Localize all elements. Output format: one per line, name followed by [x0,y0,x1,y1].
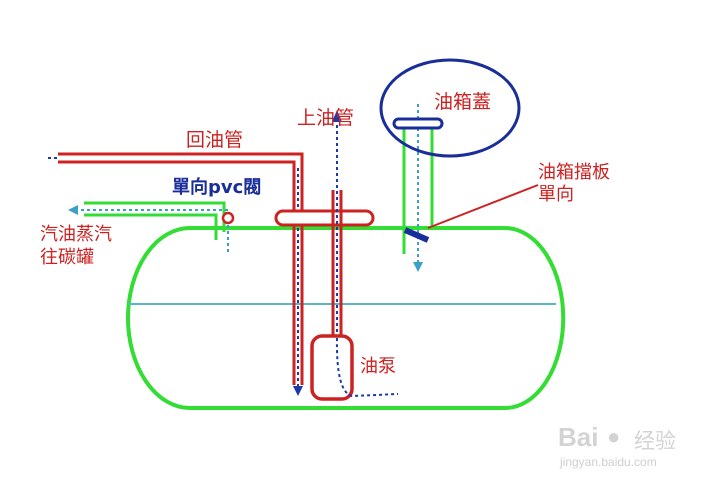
watermark-brand: Bai [558,422,599,452]
filler-flow-arrow [413,262,423,272]
fuel-pump-label: 油泵 [360,356,396,377]
pump-flange [274,209,375,227]
supply-pipe-label: 上油管 [297,107,354,129]
check-valve-label: 單向pvc閥 [172,176,261,198]
pump-intake-flow [335,337,399,398]
paw-icon: ● [607,424,621,449]
check-valve-icon [221,211,235,225]
fuel-cap-highlight [379,58,521,158]
fuel-cap [392,117,444,130]
fuel-cap-label: 油箱蓋 [434,91,491,113]
supply-pipe [331,190,343,338]
fuel-pump [310,334,354,401]
watermark-url: jingyan.baidu.com [560,455,657,469]
return-pipe-label: 回油管 [186,129,243,151]
baffle-pointer [427,184,539,229]
baffle-label-line1: 油箱擋板 [538,162,610,183]
vapor-label-line2: 往碳罐 [40,247,94,268]
vapor-flow-arrow [68,205,78,215]
watermark-brand-cn: 经验 [634,430,676,453]
supply-flow-arrow [332,110,342,122]
vapor-label-line1: 汽油蒸汽 [40,224,112,245]
watermark: Bai ● 经验 jingyan.baidu.com [558,422,708,474]
one-way-baffle [403,227,430,243]
return-flow-arrow [293,386,303,396]
baffle-label-line2: 單向 [538,184,574,205]
fuel-tank-outline [126,226,566,410]
return-pipe [58,152,304,385]
